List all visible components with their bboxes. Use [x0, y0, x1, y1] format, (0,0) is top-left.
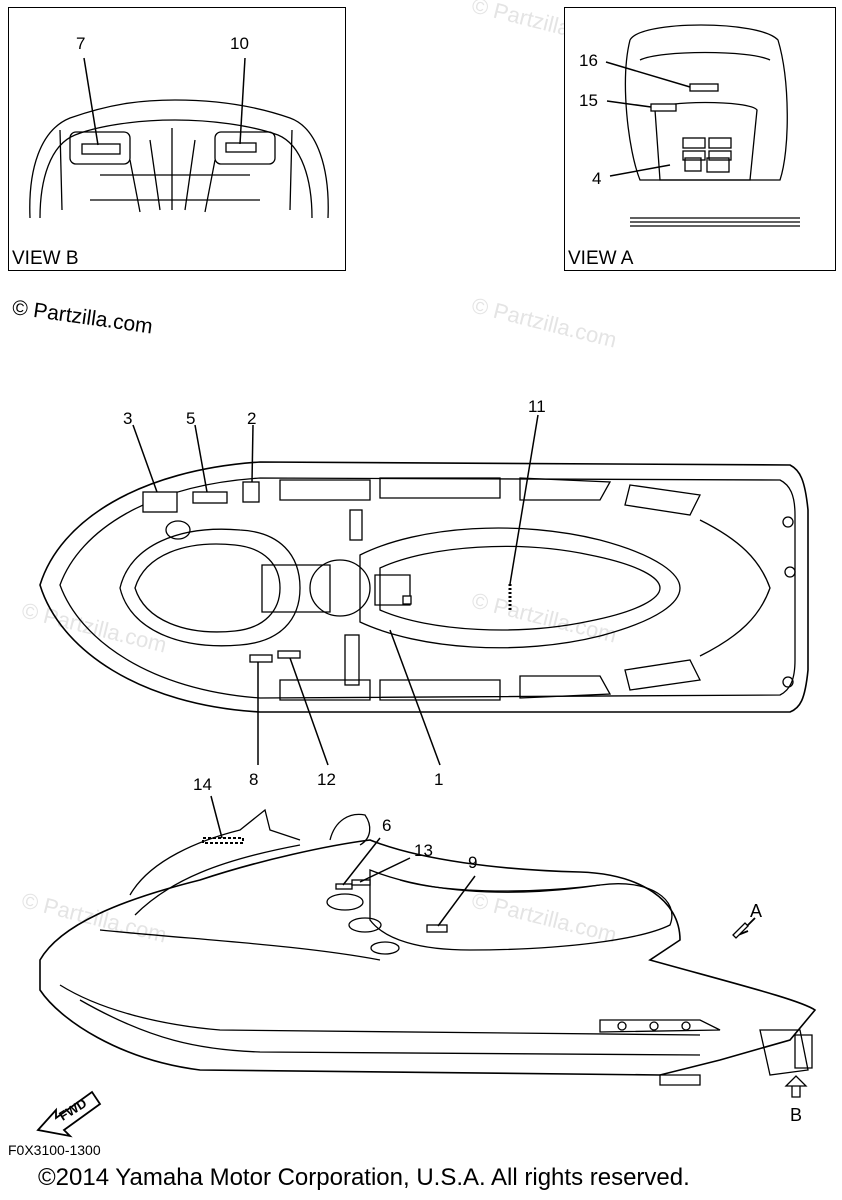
view-a-panel [564, 7, 836, 271]
callout-7: 7 [76, 34, 86, 53]
callout-1: 1 [434, 770, 444, 789]
view-b-panel [8, 7, 346, 271]
callout-11: 11 [528, 397, 546, 416]
side-view-drawing [36, 795, 817, 1138]
callout-4: 4 [592, 169, 602, 188]
callout-8: 8 [249, 770, 259, 789]
callout-12: 12 [317, 770, 336, 789]
callout-14: 14 [193, 775, 212, 794]
callout-6: 6 [382, 816, 392, 835]
callout-15: 15 [579, 91, 598, 110]
view-a-label: VIEW A [568, 248, 634, 269]
view-b-arrow-label: B [790, 1105, 803, 1125]
view-b-label: VIEW B [12, 248, 79, 269]
callout-5: 5 [186, 409, 196, 428]
top-view-drawing [39, 414, 809, 766]
callout-13: 13 [414, 841, 433, 860]
view-a-arrow-label: A [750, 901, 763, 921]
view-b-drawing [29, 57, 329, 219]
callout-10: 10 [230, 34, 249, 53]
view-a-drawing [605, 24, 800, 227]
callout-2: 2 [247, 409, 257, 428]
figure-code: F0X3100-1300 [8, 1142, 101, 1158]
callout-3: 3 [123, 409, 133, 428]
callout-9: 9 [468, 853, 478, 872]
footer-copyright: ©2014 Yamaha Motor Corporation, U.S.A. A… [38, 1164, 690, 1191]
callout-16: 16 [579, 51, 598, 70]
